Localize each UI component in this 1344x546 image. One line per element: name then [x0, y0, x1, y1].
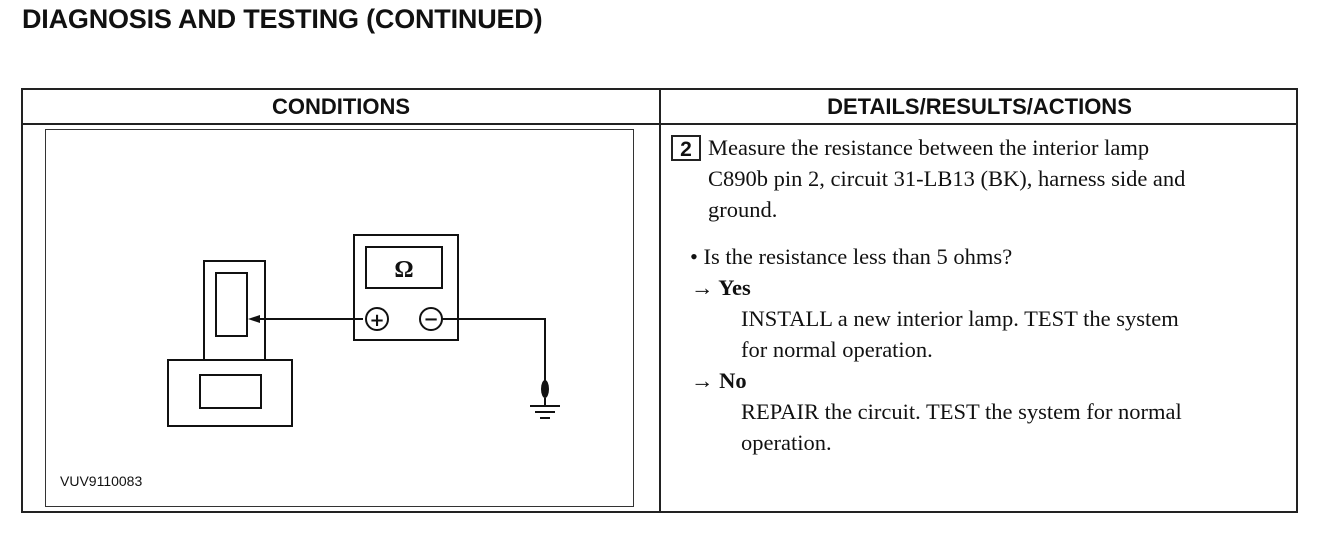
page-title: DIAGNOSIS AND TESTING (CONTINUED): [22, 4, 543, 34]
minus-terminal-icon: −: [423, 309, 438, 330]
probe-tip-icon: [248, 315, 260, 323]
plus-terminal-icon: +: [369, 310, 384, 331]
ground-clip-icon: [541, 380, 549, 398]
ohm-symbol: Ω: [394, 257, 413, 283]
figure-id: VUV9110083: [60, 473, 143, 489]
conditions-header: CONDITIONS: [271, 94, 411, 119]
ohmmeter-icon: Ω + −: [353, 234, 459, 341]
lamp-connector-icon: [167, 260, 293, 427]
step-number-badge: 2: [671, 135, 701, 161]
instruction-line: Measure the resistance between the inter…: [708, 135, 1150, 160]
yes-action-line: for normal operation.: [741, 337, 933, 362]
wiring-figure: Ω + − VUV9110083: [45, 129, 634, 507]
instruction-line: C890b pin 2, circuit 31-LB13 (BK), harne…: [708, 166, 1186, 191]
no-action-line: REPAIR the circuit. TEST the system for …: [741, 399, 1182, 424]
step-instruction: 2 Measure the resistance between the int…: [671, 132, 1291, 225]
diagnosis-table: CONDITIONS DETAILS/RESULTS/ACTIONS Ω +: [21, 88, 1298, 513]
no-branch-label: → No: [691, 368, 747, 393]
step-question: • Is the resistance less than 5 ohms?: [690, 244, 1013, 269]
column-divider: [659, 90, 661, 511]
wiring-diagram: Ω + −: [167, 234, 560, 427]
negative-lead: [442, 318, 546, 382]
no-action-line: operation.: [741, 430, 832, 455]
instruction-line: ground.: [708, 197, 778, 222]
yes-action-line: INSTALL a new interior lamp. TEST the sy…: [741, 306, 1179, 331]
ground-symbol-icon: [530, 398, 560, 419]
details-cell: 2 Measure the resistance between the int…: [671, 132, 1291, 458]
details-header: DETAILS/RESULTS/ACTIONS: [827, 94, 1132, 119]
yes-branch-label: → Yes: [691, 275, 751, 300]
